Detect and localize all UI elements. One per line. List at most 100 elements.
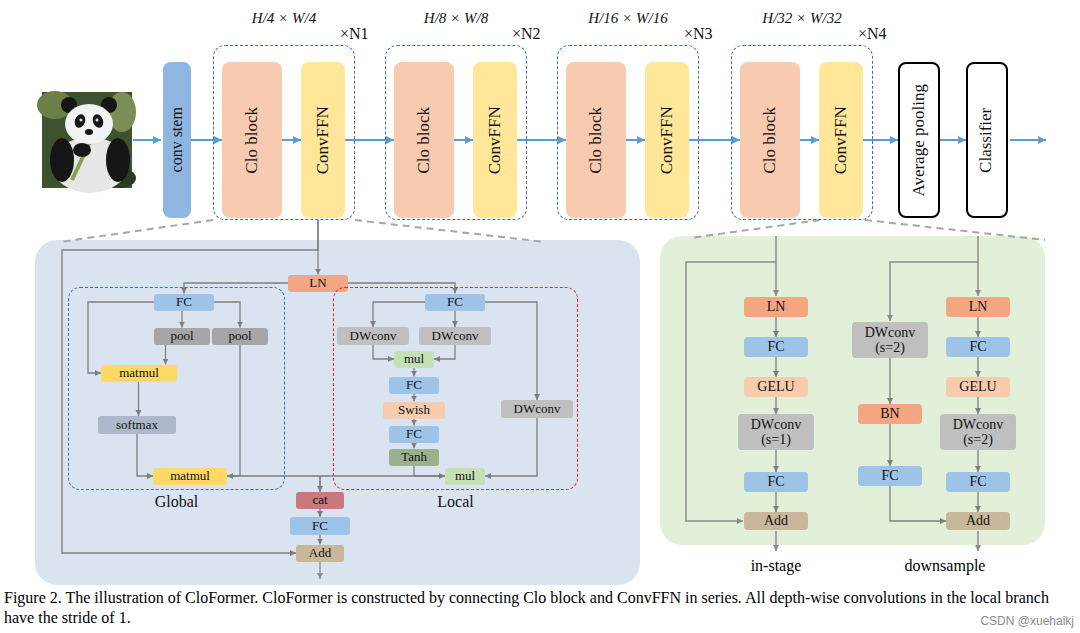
group-heading: Global	[155, 493, 199, 511]
connector-arrow	[940, 139, 966, 141]
layout-shape	[96, 119, 99, 122]
connector-arrow	[977, 450, 978, 472]
block-label: DWconv	[350, 329, 397, 343]
layout-shape	[60, 220, 213, 242]
group-heading: ×N2	[512, 25, 541, 43]
connector-arrow	[454, 311, 455, 328]
block-label: GELU	[959, 379, 996, 394]
block-label: softmax	[116, 418, 158, 432]
block-label: Clo block	[415, 107, 434, 174]
block-box: cat	[296, 492, 344, 509]
block-box: FC	[389, 426, 439, 443]
block-label: LN	[969, 299, 988, 314]
layout-shape	[80, 119, 83, 122]
block-box: mul	[445, 468, 485, 485]
connector-arrow	[485, 302, 537, 400]
block-box: Tanh	[389, 449, 439, 466]
block-box: DWconv (s=1)	[738, 414, 814, 450]
block-box: ConvFFN	[473, 62, 517, 218]
layout-shape	[106, 138, 130, 182]
block-box: Add	[744, 512, 808, 530]
block-box: GELU	[946, 377, 1010, 397]
block-box: Clo block	[740, 62, 800, 218]
watermark: CSDN @xuehaikj	[980, 614, 1074, 628]
connector-arrow	[454, 139, 473, 141]
layout-shape	[1010, 139, 1046, 141]
block-label: Clo block	[243, 107, 262, 174]
clo-panel	[35, 240, 640, 585]
block-box: LN	[744, 297, 808, 317]
block-box: Classifier	[966, 62, 1008, 218]
block-label: FC	[312, 519, 328, 533]
column-label: downsample	[905, 557, 986, 575]
block-label: conv stem	[168, 107, 186, 172]
block-box: Add	[946, 512, 1010, 530]
connector-arrow	[434, 345, 455, 359]
layout-shape	[73, 113, 87, 130]
block-label: mul	[455, 469, 475, 483]
block-box: Clo block	[566, 62, 626, 218]
block-box: matmul	[101, 365, 177, 382]
block-box: FC	[946, 337, 1010, 357]
block-box: Swish	[383, 402, 445, 419]
block-label: FC	[969, 339, 986, 354]
connector-arrow	[184, 283, 288, 294]
connector-arrow	[977, 317, 978, 337]
connector-arrow	[977, 357, 978, 377]
connector-arrow	[413, 394, 414, 402]
block-box: DWconv	[337, 327, 409, 345]
connector-arrow	[165, 345, 166, 365]
connector-arrow	[138, 382, 139, 417]
layout-shape	[977, 531, 979, 551]
block-box: DWconv (s=2)	[852, 322, 928, 358]
layout-shape	[977, 236, 979, 296]
block-box: BN	[858, 404, 922, 424]
connector-arrow	[775, 357, 776, 377]
connector-arrow	[889, 358, 890, 404]
block-label: Tanh	[401, 450, 427, 464]
layout-shape	[65, 104, 113, 144]
block-label: Add	[309, 546, 331, 560]
block-label: Average pooling	[910, 84, 929, 197]
zoom-lines	[60, 220, 1045, 242]
block-label: DWconv (s=2)	[946, 417, 1010, 448]
connector-arrow	[977, 397, 978, 414]
block-label: ConvFFN	[486, 106, 505, 174]
layout-shape	[73, 143, 91, 157]
block-label: matmul	[119, 366, 159, 380]
group-heading: H/16 × W/16	[588, 10, 667, 27]
block-box: ConvFFN	[301, 62, 345, 218]
block-label: DWconv (s=1)	[744, 417, 808, 448]
block-box: softmax	[98, 416, 176, 434]
connector-arrow	[977, 492, 978, 512]
connector-arrow	[626, 139, 645, 141]
layout-shape	[133, 139, 161, 141]
connector-arrow	[413, 443, 414, 449]
block-box: pool	[212, 328, 268, 345]
block-label: DWconv	[514, 402, 561, 416]
block-label: matmul	[170, 469, 210, 483]
connector-arrow	[137, 434, 153, 476]
block-label: ConvFFN	[832, 106, 851, 174]
group-heading: ×N3	[684, 25, 713, 43]
figure-caption: Figure 2. The illustration of CloFormer.…	[4, 588, 1076, 628]
block-label: FC	[447, 295, 463, 309]
connector-arrow	[775, 492, 776, 512]
group-heading: ×N1	[340, 25, 369, 43]
block-box: matmul	[153, 468, 227, 485]
block-box: mul	[394, 351, 434, 368]
connector-arrow	[88, 302, 154, 373]
connector-arrow	[62, 220, 318, 553]
block-box: DWconv (s=2)	[940, 414, 1016, 450]
block-box: DWconv	[501, 400, 573, 418]
connector-arrow	[863, 139, 898, 141]
layout-shape	[85, 129, 93, 135]
group-box: H/32 × W/32×N4Clo blockConvFFN	[731, 45, 873, 220]
connector-arrow	[413, 419, 414, 426]
block-label: Clo block	[587, 107, 606, 174]
connector-arrow	[517, 139, 566, 141]
block-box: Average pooling	[898, 62, 940, 218]
block-label: DWconv	[432, 329, 479, 343]
connector-arrow	[348, 283, 455, 294]
